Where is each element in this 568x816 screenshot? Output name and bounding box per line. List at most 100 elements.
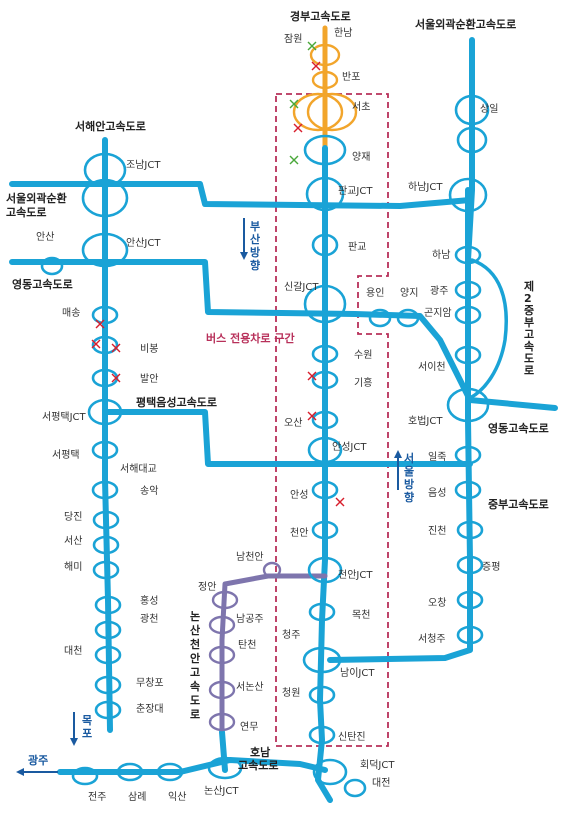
place-labels: 잠원 한남 반포 서초 양재 판교JCT 판교 신갈JCT 수원 기흥 오산 안…	[36, 27, 500, 803]
place-sintanjin: 신탄진	[338, 731, 366, 743]
place-seopyeongtaek: 서평택	[52, 449, 80, 461]
svg-text:산: 산	[190, 623, 200, 637]
direction-seoul: 서 울 방 향	[394, 450, 414, 504]
place-bibong: 비봉	[140, 343, 158, 355]
svg-text:향: 향	[250, 258, 260, 272]
place-daejeon: 대전	[372, 777, 390, 789]
label-nonsan-cheonan: 논 산 천 안 고 속 도 로	[190, 610, 200, 721]
svg-text:2: 2	[524, 292, 532, 305]
svg-text:천: 천	[190, 637, 200, 651]
place-chunjangdae: 춘장대	[136, 703, 164, 715]
place-seohae-bridge: 서해대교	[120, 462, 157, 475]
place-namgongju: 남공주	[236, 613, 264, 625]
label-yeongdong: 영동고속도로	[12, 278, 73, 291]
place-hannam: 한남	[334, 27, 352, 39]
svg-text:도: 도	[524, 352, 534, 365]
place-yangjae: 양재	[352, 151, 370, 163]
svg-text:방: 방	[250, 245, 260, 259]
svg-text:중: 중	[524, 304, 534, 317]
svg-text:속: 속	[190, 680, 200, 693]
svg-text:논: 논	[190, 610, 200, 623]
place-ochang: 오창	[428, 597, 446, 609]
label-seohaean: 서해안고속도로	[75, 119, 146, 133]
label-jungbu2: 제 2 중 부 고 속 도 로	[524, 279, 534, 377]
place-gwangcheon: 광천	[140, 613, 158, 625]
pyeongtaek-eumseong-expressway	[105, 409, 473, 467]
closed-ramp-marks	[91, 41, 345, 507]
place-eumseong: 음성	[428, 487, 446, 499]
place-icheon: 서이천	[418, 361, 446, 373]
place-iksan: 익산	[168, 791, 186, 803]
place-seocho: 서초	[352, 101, 370, 113]
place-songak: 송악	[140, 485, 158, 497]
svg-text:산: 산	[250, 232, 260, 246]
honam-expressway	[57, 757, 328, 775]
place-seosan: 서산	[64, 535, 82, 547]
place-cheongju: 청주	[282, 629, 300, 641]
svg-text:고: 고	[524, 328, 534, 341]
place-hanam: 하남	[432, 248, 450, 261]
svg-text:제: 제	[524, 279, 534, 293]
svg-text:포: 포	[82, 727, 92, 740]
place-hobeop-jct: 호법JCT	[408, 415, 443, 427]
direction-busan: 부 산 방 향	[240, 218, 260, 272]
interchange-loops	[40, 43, 490, 798]
svg-text:서: 서	[404, 451, 414, 465]
svg-text:광주: 광주	[28, 754, 48, 767]
place-maesong: 매송	[62, 307, 80, 319]
place-jamwon: 잠원	[284, 33, 302, 45]
svg-text:로: 로	[190, 708, 200, 721]
place-samrye: 삼례	[128, 791, 146, 803]
svg-text:고: 고	[190, 666, 200, 679]
place-jonam-jct: 조남JCT	[126, 159, 161, 171]
place-nonsan-jct: 논산JCT	[204, 785, 239, 797]
place-jeonju: 전주	[88, 791, 106, 803]
place-cheonan-jct: 천안JCT	[338, 569, 373, 581]
place-yeonmu: 연무	[240, 721, 258, 733]
place-gonjiam: 곤지암	[424, 307, 452, 319]
svg-text:울: 울	[404, 465, 414, 478]
svg-text:안: 안	[190, 651, 200, 665]
place-namiv-jct: 남이JCT	[340, 667, 375, 679]
svg-text:방: 방	[404, 477, 414, 491]
place-hanam-jct: 하남JCT	[408, 180, 443, 193]
place-seopyeongtaek-jct: 서평택JCT	[42, 411, 87, 423]
place-cheongwon: 청원	[282, 687, 300, 699]
place-muchangpo: 무창포	[136, 677, 164, 689]
label-jungbu: 중부고속도로	[488, 498, 549, 511]
svg-text:부: 부	[250, 220, 260, 233]
direction-mokpo: 목 포	[70, 712, 92, 746]
place-osan: 오산	[284, 417, 302, 429]
label-pyeongtaek-eumseong: 평택음성고속도로	[136, 395, 217, 409]
label-seoul-ring-w-2: 고속도로	[6, 206, 46, 219]
place-balan: 발안	[140, 373, 158, 385]
direction-gwangju: 광주	[16, 754, 58, 776]
place-iljuk: 일죽	[428, 451, 446, 463]
place-pangyo: 판교	[348, 241, 366, 253]
place-seocheongju: 서청주	[418, 633, 446, 645]
place-daecheon: 대천	[64, 645, 82, 657]
place-pangyo-jct: 판교JCT	[338, 185, 373, 197]
bus-lane-zone	[275, 93, 389, 747]
svg-text:목: 목	[82, 714, 92, 727]
label-seoul-ring-ne: 서울외곽순환고속도로	[415, 17, 516, 31]
place-suwon: 수원	[354, 349, 372, 361]
place-okcheon: 목천	[352, 609, 370, 621]
place-gwangju-e: 광주	[430, 285, 448, 297]
jungbu-expressway	[327, 187, 473, 663]
place-ansan-jct: 안산JCT	[126, 237, 161, 249]
place-tancheon: 탄천	[238, 639, 256, 651]
seohaean-expressway	[102, 137, 113, 733]
label-honam-1: 호남	[250, 745, 270, 759]
place-giheung: 기흥	[354, 376, 372, 389]
place-banpo: 반포	[342, 71, 360, 83]
jungbu2-expressway	[468, 258, 508, 400]
place-jeungpyeong: 증평	[482, 561, 500, 573]
nonsan-cheonan-expressway	[219, 573, 328, 735]
place-sangil: 상일	[480, 103, 498, 115]
svg-text:로: 로	[524, 364, 534, 377]
label-honam-2: 고속도로	[238, 759, 278, 772]
place-cheonan: 천안	[290, 527, 308, 539]
place-anseong-jct: 안성JCT	[332, 441, 367, 453]
